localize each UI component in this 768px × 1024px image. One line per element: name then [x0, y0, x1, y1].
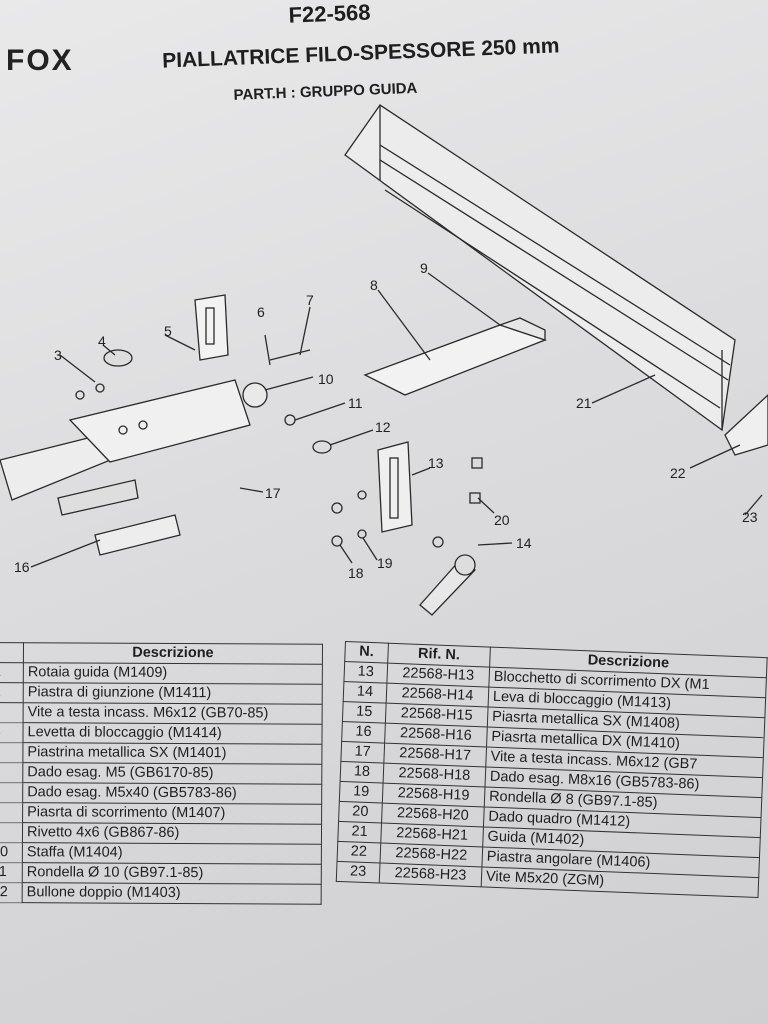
part-number: 13: [343, 661, 388, 684]
part-description: Dado esag. M5x40 (GB5783-86): [22, 782, 322, 805]
exploded-parts-diagram: 3 4 5 6 7 8 9 10 11 12 13 14 16 17 18 19…: [0, 104, 768, 616]
callout-21: 21: [576, 395, 592, 411]
part-number: 21: [337, 821, 382, 844]
table-row: 4Levetta di bloccaggio (M1414): [0, 722, 323, 745]
part-number: 5: [0, 742, 23, 763]
column-header-description: Descrizione: [23, 642, 323, 665]
knob: [103, 349, 133, 367]
callout-18: 18: [348, 565, 364, 581]
part-number: 22: [337, 841, 381, 864]
part-description: Staffa (M1404): [22, 842, 322, 865]
callout-6: 6: [257, 304, 265, 320]
part-description: Dado esag. M5 (GB6170-85): [22, 762, 322, 785]
part-number: 3: [0, 702, 24, 723]
callout-19: 19: [377, 555, 393, 571]
table-row: 6Dado esag. M5 (GB6170-85): [0, 762, 322, 785]
part-description: Piastra di giunzione (M1411): [23, 682, 323, 705]
callout-8: 8: [370, 277, 378, 293]
callout-3: 3: [54, 347, 62, 363]
part-number: 9: [0, 822, 23, 843]
angle-plate: [724, 394, 768, 456]
document-header: F22-568 PIALLATRICE FILO-SPESSORE 250 mm…: [150, 0, 670, 104]
callout-9: 9: [420, 260, 428, 276]
part-number: 6: [0, 762, 23, 783]
table-row: 7Dado esag. M5x40 (GB5783-86): [0, 782, 322, 805]
part-number: 12: [0, 882, 23, 903]
column-header-number: N.: [344, 641, 389, 664]
callout-12: 12: [375, 419, 391, 435]
sliding-block: [377, 441, 413, 533]
callout-10: 10: [318, 371, 334, 387]
table-row: 1Rotaia guida (M1409): [0, 662, 323, 685]
bracket: [68, 379, 251, 463]
part-number: 8: [0, 802, 23, 823]
plate-5: [194, 294, 229, 361]
guide-rail: [344, 104, 736, 432]
part-number: 23: [336, 861, 380, 883]
callout-11: 11: [348, 395, 363, 411]
part-description: Vite a testa incass. M6x12 (GB70-85): [23, 702, 323, 725]
plate-15: [57, 479, 139, 516]
callout-4: 4: [98, 333, 106, 349]
part-number: 19: [339, 781, 383, 804]
callout-5: 5: [164, 323, 172, 339]
callout-14: 14: [516, 535, 532, 551]
part-description: Rondella Ø 10 (GB97.1-85): [22, 862, 322, 885]
column-header-number: [0, 642, 24, 663]
part-number: 20: [338, 801, 383, 824]
part-description: Piasrta di scorrimento (M1407): [22, 802, 322, 825]
part-number: 16: [341, 721, 386, 744]
plate-16: [94, 514, 181, 556]
brand-logo: FOX: [6, 44, 74, 77]
part-number: 7: [0, 782, 23, 803]
part-number: 1: [0, 662, 24, 683]
parts-table-left: Descrizione 1Rotaia guida (M1409) 2Piast…: [0, 642, 323, 905]
callout-13: 13: [428, 455, 444, 471]
part-number: 2: [0, 682, 24, 703]
callout-22: 22: [670, 465, 686, 481]
part-number: 17: [340, 741, 385, 764]
callout-23: 23: [742, 509, 758, 525]
part-number: 10: [0, 842, 23, 863]
part-reference: 22568-H23: [379, 863, 482, 887]
part-description: Bullone doppio (M1403): [22, 882, 322, 905]
part-number: 14: [343, 681, 387, 704]
document-title: PIALLATRICE FILO-SPESSORE 250 mm: [161, 34, 560, 73]
sliding-plate: [363, 324, 547, 396]
callout-20: 20: [494, 512, 510, 528]
table-row: 8Piasrta di scorrimento (M1407): [0, 802, 322, 825]
callout-7: 7: [306, 292, 314, 308]
callout-17: 17: [265, 485, 281, 501]
part-description: Levetta di bloccaggio (M1414): [22, 722, 323, 745]
table-row: 9Rivetto 4x6 (GB867-86): [0, 822, 322, 845]
part-number: 18: [340, 761, 384, 784]
model-code: F22-568: [288, 0, 371, 28]
part-number: 15: [342, 701, 387, 724]
callout-16: 16: [14, 559, 30, 575]
part-description: Rivetto 4x6 (GB867-86): [22, 822, 322, 845]
table-row: 5Piastrina metallica SX (M1401): [0, 742, 322, 765]
part-description: Piastrina metallica SX (M1401): [22, 742, 322, 765]
part-description: Rotaia guida (M1409): [23, 662, 323, 685]
part-number: 4: [0, 722, 24, 743]
part-number: 11: [0, 862, 23, 883]
